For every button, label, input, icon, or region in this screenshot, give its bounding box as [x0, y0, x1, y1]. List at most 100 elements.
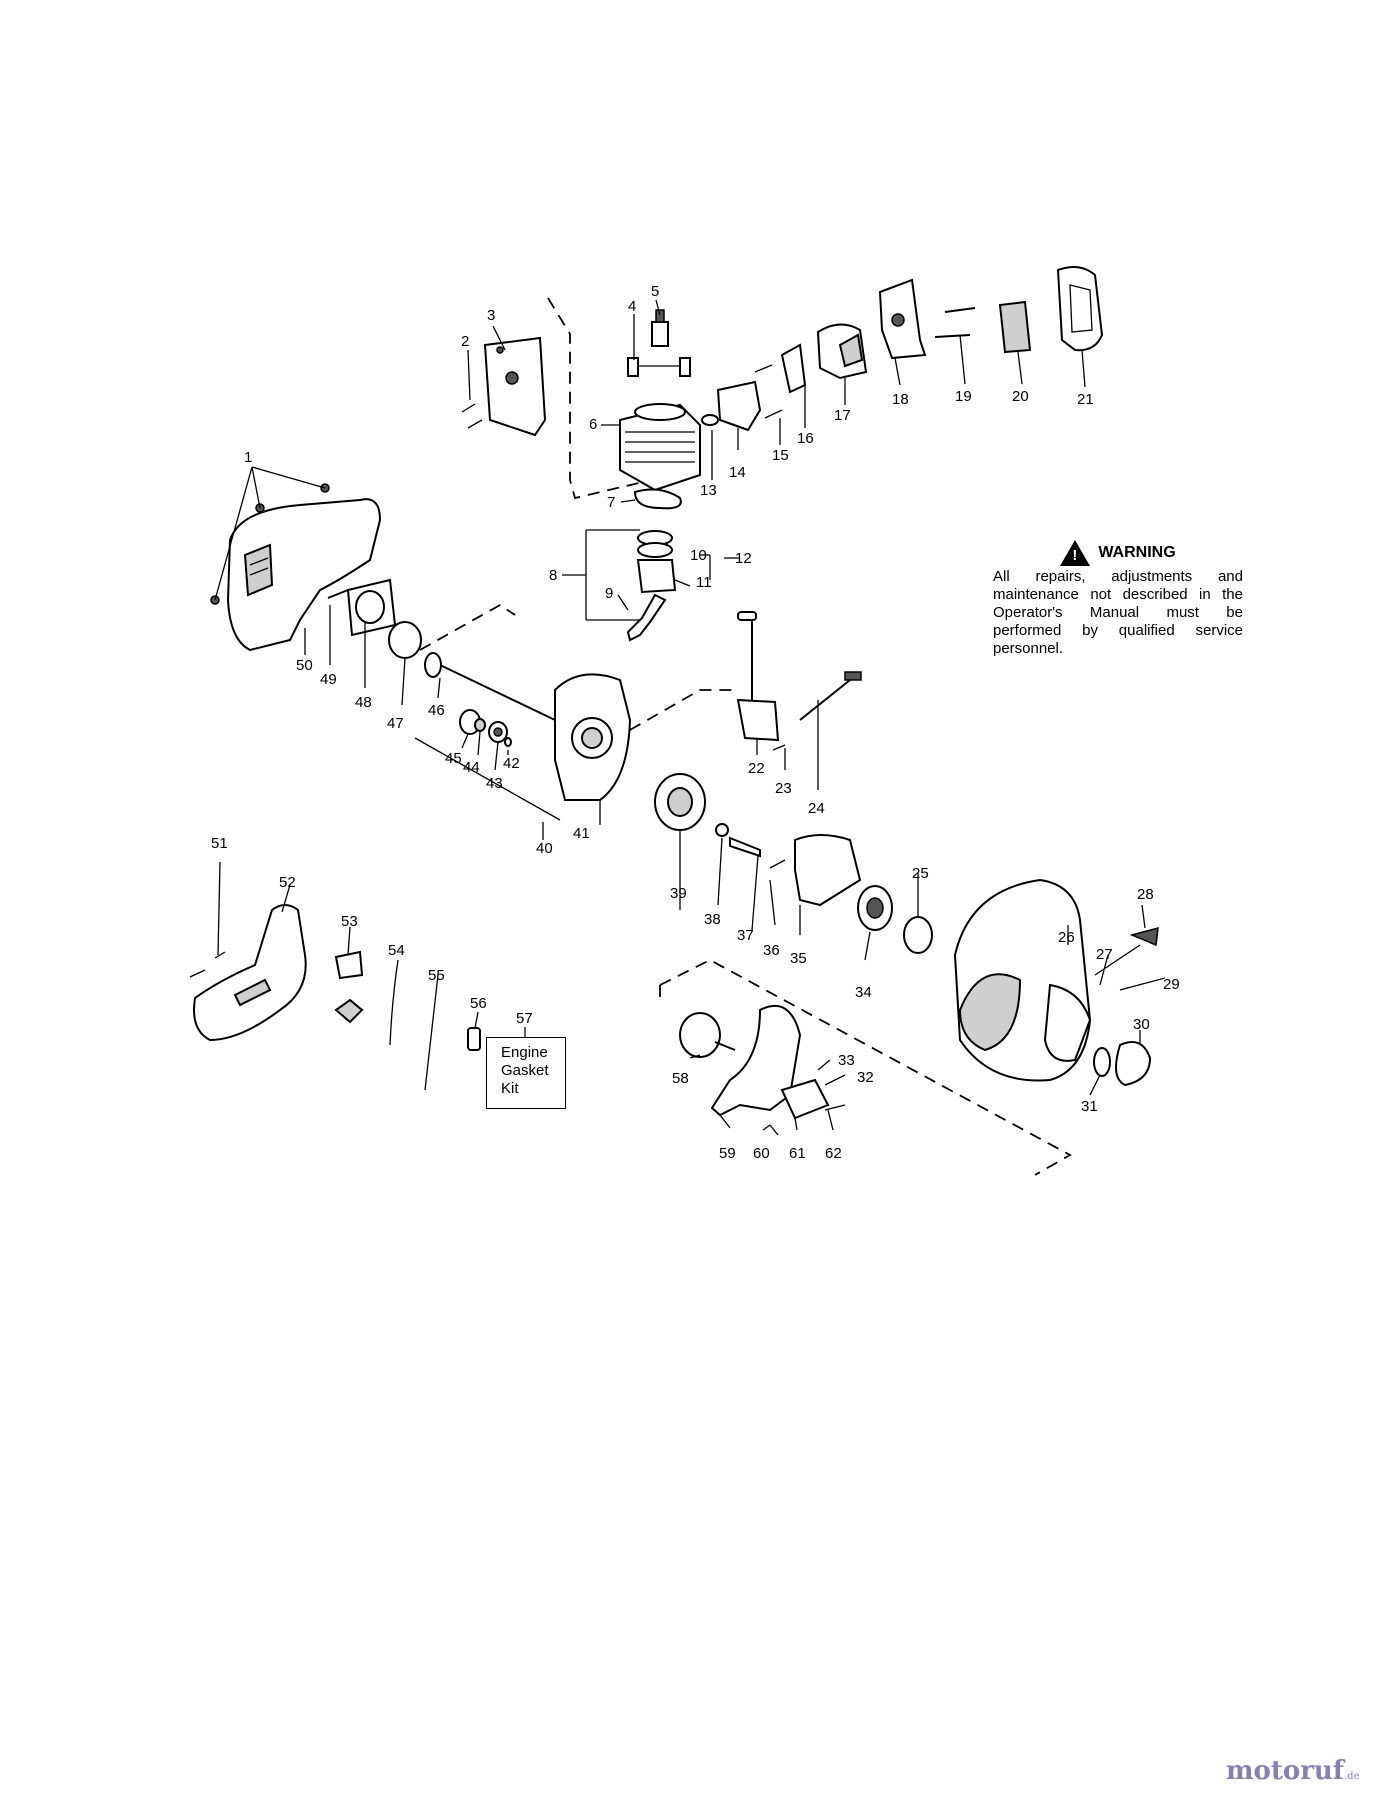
callout-2: 2: [461, 333, 469, 350]
callout-1: 1: [244, 449, 252, 466]
intake-manifold: [701, 380, 762, 432]
callout-51: 51: [211, 835, 228, 852]
carb-screws: [754, 343, 807, 419]
fuel-line: [389, 959, 399, 1046]
throttle-handle: [710, 1005, 846, 1136]
callout-25: 25: [912, 865, 929, 882]
muffler-cover: [461, 336, 547, 437]
kit-line-3: Kit: [501, 1080, 519, 1097]
callout-8: 8: [549, 567, 557, 584]
carburetor: [816, 323, 868, 380]
callout-33: 33: [838, 1052, 855, 1069]
callout-46: 46: [428, 702, 445, 719]
cylinder-assembly-outline: [547, 297, 661, 500]
callout-19: 19: [955, 388, 972, 405]
callout-40: 40: [536, 840, 553, 857]
callout-41: 41: [573, 825, 590, 842]
watermark-name: motoruf: [1226, 1756, 1344, 1786]
fuel-filter: [467, 1027, 481, 1051]
callout-28: 28: [1137, 886, 1154, 903]
crankcase: [554, 673, 632, 801]
flywheel-shaft: [715, 823, 761, 858]
callout-48: 48: [355, 694, 372, 711]
clutch: [1093, 1041, 1152, 1087]
callout-18: 18: [892, 391, 909, 408]
callout-38: 38: [704, 911, 721, 928]
pawl-carrier: [857, 885, 893, 931]
callout-leaders: [214, 299, 1166, 1131]
cylinder: [619, 403, 701, 492]
watermark-logo: motoruf.de: [1226, 1756, 1360, 1786]
callout-3: 3: [487, 307, 495, 324]
callout-16: 16: [797, 430, 814, 447]
callout-29: 29: [1163, 976, 1180, 993]
fuel-cap: [334, 950, 364, 1024]
clutch-drum: [679, 1012, 736, 1058]
callout-59: 59: [719, 1145, 736, 1162]
callout-15: 15: [772, 447, 789, 464]
engine-gasket-kit-box: Engine Gasket Kit: [486, 1037, 566, 1109]
callout-21: 21: [1077, 391, 1094, 408]
callout-6: 6: [589, 416, 597, 433]
callout-10: 10: [690, 547, 707, 564]
spark-plug: [627, 309, 691, 377]
warning-heading: ! WARNING: [993, 540, 1243, 566]
callout-26: 26: [1058, 929, 1075, 946]
callout-5: 5: [651, 283, 659, 300]
callout-13: 13: [700, 482, 717, 499]
ignition-coil: [736, 611, 862, 751]
callout-37: 37: [737, 927, 754, 944]
callout-54: 54: [388, 942, 405, 959]
callout-36: 36: [763, 942, 780, 959]
callout-31: 31: [1081, 1098, 1098, 1115]
coil-link-outline: [629, 689, 735, 731]
callout-7: 7: [607, 494, 615, 511]
callout-42: 42: [503, 755, 520, 772]
muffler-body: [346, 578, 397, 637]
warning-triangle-icon: !: [1060, 540, 1091, 566]
callout-55: 55: [428, 967, 445, 984]
callout-27: 27: [1096, 946, 1113, 963]
callout-39: 39: [670, 885, 687, 902]
callout-32: 32: [857, 1069, 874, 1086]
callout-58: 58: [672, 1070, 689, 1087]
air-filter-screws: [934, 307, 976, 338]
callout-57: 57: [516, 1010, 533, 1027]
crankcase-outline: [419, 603, 516, 651]
callout-14: 14: [729, 464, 746, 481]
fuel-tank: [189, 904, 307, 1042]
watermark-ext: .de: [1344, 1771, 1360, 1782]
flywheel: [654, 773, 706, 831]
callout-47: 47: [387, 715, 404, 732]
air-filter-base: [878, 278, 927, 360]
air-filter-cover: [1056, 265, 1104, 352]
callout-24: 24: [808, 800, 825, 817]
muffler-screw: [327, 589, 349, 599]
callout-34: 34: [855, 984, 872, 1001]
callout-60: 60: [753, 1145, 770, 1162]
warning-notice: ! WARNING All repairs, adjustments and m…: [993, 540, 1243, 658]
callout-49: 49: [320, 671, 337, 688]
fan-housing: [769, 834, 862, 907]
callout-4: 4: [628, 298, 636, 315]
kit-line-1: Engine: [501, 1044, 548, 1061]
callout-44: 44: [463, 759, 480, 776]
starter-housing: [953, 878, 1159, 1082]
callout-56: 56: [470, 995, 487, 1012]
callout-52: 52: [279, 874, 296, 891]
air-filter: [998, 300, 1032, 354]
callout-20: 20: [1012, 388, 1029, 405]
primer-line: [424, 974, 439, 1091]
callout-22: 22: [748, 760, 765, 777]
callout-61: 61: [789, 1145, 806, 1162]
callout-43: 43: [486, 775, 503, 792]
callout-23: 23: [775, 780, 792, 797]
engine-shroud: [210, 483, 382, 652]
cylinder-gasket: [633, 488, 682, 510]
callout-30: 30: [1133, 1016, 1150, 1033]
piston-assembly: [626, 530, 691, 642]
callout-35: 35: [790, 950, 807, 967]
callout-11: 11: [696, 574, 712, 591]
